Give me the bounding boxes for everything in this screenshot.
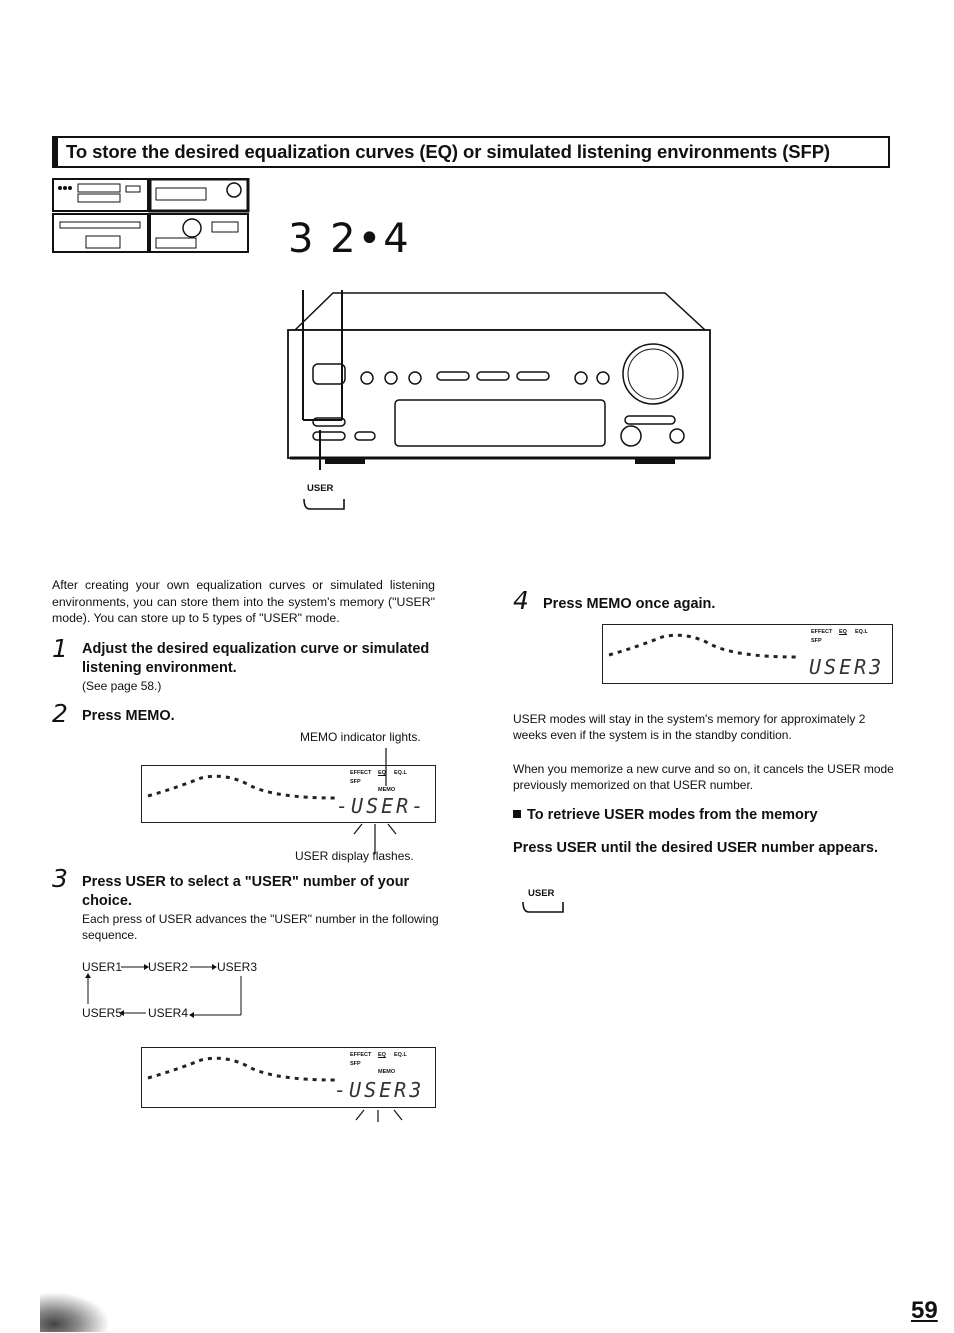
step-1-note: (See page 58.) xyxy=(82,679,162,693)
scan-artifact xyxy=(40,1292,110,1332)
user-button-icon xyxy=(303,498,345,510)
eq-curve-graphic xyxy=(608,633,798,659)
flash-indicator-lines xyxy=(353,748,397,854)
flash-rays-step3 xyxy=(355,1109,403,1122)
lcd-label-eq: EQ xyxy=(378,770,386,776)
lcd-label-eql: EQ.L xyxy=(394,1052,407,1058)
system-thumbnail-icon xyxy=(52,178,250,253)
lcd-label-memo: MEMO xyxy=(378,787,396,793)
lcd-display-step3: EFFECT EQ EQ.L SFP MEMO -USER3 xyxy=(141,1047,436,1108)
step-3-number: 3 xyxy=(52,864,68,893)
figure-user-label: USER xyxy=(307,483,334,494)
bullet-square-icon xyxy=(513,810,521,818)
step-3-heading: Press USER to select a "USER" number of … xyxy=(82,874,410,909)
section-title: To store the desired equalization curves… xyxy=(66,141,830,162)
retrieve-user-label: USER xyxy=(528,888,555,899)
retrieve-heading: To retrieve USER modes from the memory xyxy=(513,806,818,825)
figure-step-label: 3 2•4 xyxy=(288,216,411,262)
step-2-heading: Press MEMO. xyxy=(82,708,175,724)
note-overwrite: When you memorize a new curve and so on,… xyxy=(513,762,894,792)
sequence-arrows xyxy=(85,964,242,1018)
eq-curve-graphic xyxy=(147,1056,337,1082)
retrieve-heading-text: To retrieve USER modes from the memory xyxy=(527,807,818,823)
step-3-note: Each press of USER advances the "USER" n… xyxy=(82,912,439,942)
lcd-user-text: -USER- xyxy=(336,794,427,818)
lcd-user3-final-text: USER3 xyxy=(809,655,885,679)
lcd-label-sfp: SFP xyxy=(811,638,822,644)
lcd-display-step4: EFFECT EQ EQ.L SFP USER3 xyxy=(602,624,893,684)
lcd-display-step2: EFFECT EQ EQ.L SFP MEMO -USER- xyxy=(141,765,436,823)
lcd-label-eql: EQ.L xyxy=(394,770,407,776)
step-1-number: 1 xyxy=(52,634,68,663)
page-number: 59 xyxy=(911,1297,938,1324)
lcd-label-effect: EFFECT xyxy=(811,629,833,635)
note-memory-duration: USER modes will stay in the system's mem… xyxy=(513,712,866,742)
seq-user5: USER5 xyxy=(82,1006,123,1020)
step-4-number: 4 xyxy=(513,586,529,615)
seq-user4: USER4 xyxy=(148,1006,189,1020)
retrieve-instruction: Press USER until the desired USER number… xyxy=(513,840,879,856)
section-title-box: To store the desired equalization curves… xyxy=(52,136,890,168)
user-display-callout: USER display flashes. xyxy=(295,849,414,863)
lcd-label-sfp: SFP xyxy=(350,1061,361,1067)
lcd-label-eq: EQ xyxy=(839,629,847,635)
step-4-heading: Press MEMO once again. xyxy=(543,596,716,612)
retrieve-user-button-icon xyxy=(522,901,564,913)
intro-paragraph: After creating your own equalization cur… xyxy=(52,578,435,625)
lcd-label-memo: MEMO xyxy=(378,1069,396,1075)
step-2-number: 2 xyxy=(52,699,68,728)
seq-user3: USER3 xyxy=(217,960,258,974)
memo-indicator-callout: MEMO indicator lights. xyxy=(300,730,421,744)
seq-user1: USER1 xyxy=(82,960,123,974)
receiver-illustration xyxy=(287,290,711,470)
lcd-user3-text: -USER3 xyxy=(334,1078,425,1102)
eq-curve-graphic xyxy=(147,774,337,800)
seq-user2: USER2 xyxy=(148,960,189,974)
lcd-label-effect: EFFECT xyxy=(350,1052,372,1058)
lcd-label-sfp: SFP xyxy=(350,779,361,785)
lcd-label-eql: EQ.L xyxy=(855,629,868,635)
lcd-label-eq: EQ xyxy=(378,1052,386,1058)
lcd-label-effect: EFFECT xyxy=(350,770,372,776)
step-1-heading: Adjust the desired equalization curve or… xyxy=(82,641,430,676)
